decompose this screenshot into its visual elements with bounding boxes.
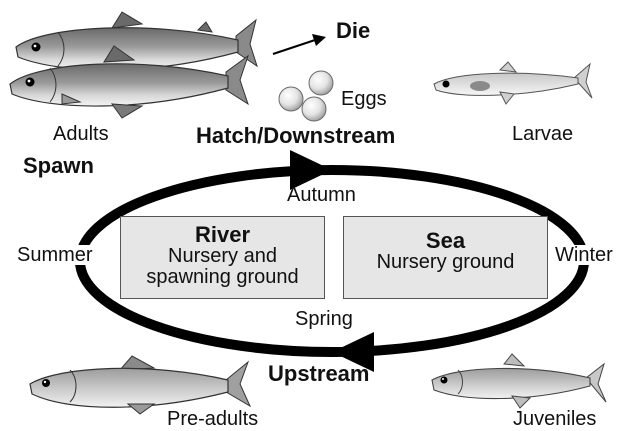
summer-label: Summer (15, 245, 95, 265)
river-desc-line1: Nursery and (121, 246, 324, 267)
sea-title: Sea (344, 229, 547, 252)
upstream-label: Upstream (268, 363, 369, 385)
eggs-label: Eggs (341, 89, 387, 109)
juvenile-fish-icon (432, 354, 606, 408)
larvae-label: Larvae (512, 124, 573, 144)
spring-label: Spring (295, 309, 353, 329)
die-label: Die (336, 20, 370, 42)
river-habitat-box: River Nursery and spawning ground (120, 216, 325, 299)
autumn-label: Autumn (287, 185, 356, 205)
larva-fish-icon (434, 62, 592, 104)
sea-desc-line1: Nursery ground (344, 252, 547, 273)
sea-habitat-box: Sea Nursery ground (343, 216, 548, 299)
winter-label: Winter (553, 245, 615, 265)
die-arrow (273, 34, 326, 54)
river-title: River (121, 223, 324, 246)
eggs-icon (279, 71, 333, 121)
spawn-label: Spawn (23, 155, 94, 177)
pre-adult-fish-icon (30, 356, 250, 414)
hatch-downstream-label: Hatch/Downstream (196, 125, 395, 147)
adults-label: Adults (53, 124, 109, 144)
juveniles-label: Juveniles (513, 409, 596, 429)
river-desc-line2: spawning ground (121, 267, 324, 288)
pre-adults-label: Pre-adults (167, 409, 258, 429)
